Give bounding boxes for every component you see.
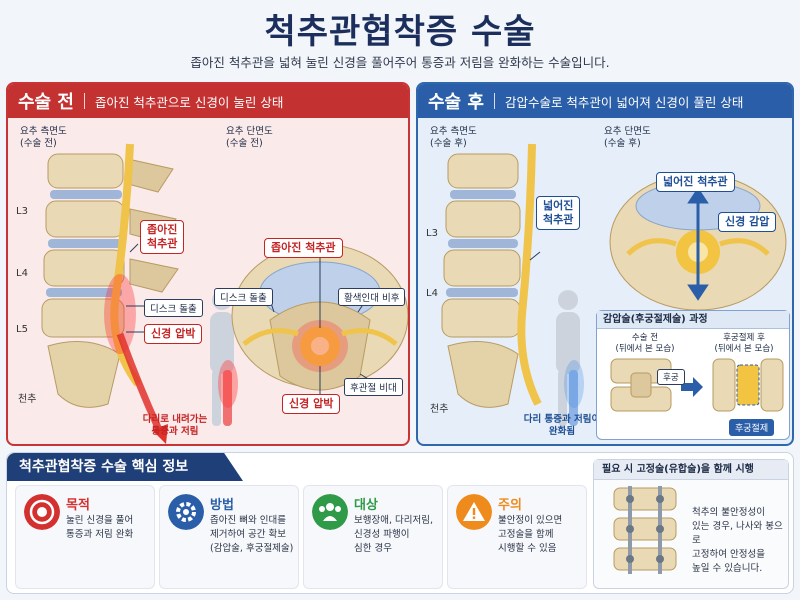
- lamina-after-icon: [712, 358, 784, 412]
- relief-label: 다리 통증과 저림이 완화됨: [523, 414, 601, 437]
- cross-nerve-compression-label: 신경 압박: [282, 394, 341, 414]
- fixation-text: 척추의 불안정성이 있는 경우, 나사와 봉으로 고정하여 안정성을 높일 수 …: [692, 507, 783, 574]
- before-header: 수술 전 좁아진 척추관으로 신경이 눌린 상태: [8, 84, 408, 118]
- vertebra-stack-icon: [41, 153, 125, 408]
- target-patient-text: 보행장애, 다리저림, 신경성 파행이 심한 경우: [354, 515, 433, 554]
- before-description: 좁아진 척추관으로 신경이 눌린 상태: [94, 94, 284, 110]
- procedure-after-label: 후궁절제 후 (뒤에서 본 모습): [714, 333, 774, 354]
- vertebra-stack-icon: [441, 153, 521, 408]
- cross-section-icon: [609, 173, 787, 311]
- facet-hypertrophy-label: 후관절 비대: [344, 378, 403, 396]
- lamina-label: 후궁: [657, 369, 685, 385]
- caution-text: 불안정이 있으면 고정술을 함께 시행할 수 있음: [498, 515, 563, 554]
- fixation-box: 필요 시 고정술(유합술)을 함께 시행 척추의 불안정성이 있는 경우, 나사…: [593, 459, 789, 589]
- header-divider: [493, 93, 495, 109]
- page-title: 척추관협착증 수술: [264, 12, 536, 52]
- level-l5: L5: [16, 324, 28, 335]
- after-header: 수술 후 감압수술로 척추관이 넓어져 신경이 풀린 상태: [418, 84, 792, 118]
- before-cross-view-label: 요추 단면도 (수술 전): [226, 126, 273, 149]
- laminectomy-label: 후궁절제: [729, 419, 775, 436]
- level-l3: L3: [16, 206, 28, 217]
- arrow-right-icon: [681, 377, 703, 397]
- purpose-text: 눌린 신경을 풀어 통증과 저림 완화: [66, 515, 134, 540]
- purpose-title: 목적: [66, 498, 90, 513]
- leg-pain-label: 다리로 내려가는 통증과 저림: [142, 414, 208, 437]
- after-tag: 수술 후: [428, 92, 484, 113]
- before-tag: 수술 전: [18, 92, 74, 113]
- cross-widened-canal-label: 넓어진 척추관: [656, 172, 735, 192]
- human-figure-icon: [556, 290, 580, 426]
- disc-bulge-label: 디스크 돌출: [144, 299, 203, 317]
- level-l4: L4: [16, 268, 28, 279]
- warning-icon: [456, 494, 492, 530]
- gear-icon: [168, 494, 204, 530]
- procedure-title: 감압술(후궁절제술) 과정: [597, 311, 789, 329]
- key-info-title: 척추관협착증 수술 핵심 정보: [7, 453, 243, 481]
- people-icon: [312, 494, 348, 530]
- cross-narrow-canal-label: 좁아진 척추관: [264, 238, 343, 258]
- procedure-before-label: 수술 전 (뒤에서 본 모습): [615, 333, 675, 354]
- level-l4: L4: [426, 288, 438, 299]
- level-l3: L3: [426, 228, 438, 239]
- caution-card: 주의 불안정이 있으면 고정술을 함께 시행할 수 있음: [447, 485, 587, 589]
- before-illustration: [41, 143, 408, 444]
- spinal-fixation-icon: [613, 486, 677, 574]
- header-divider: [83, 93, 85, 109]
- procedure-box: 감압술(후궁절제술) 과정 수술 전 (뒤에서 본 모습) 후궁절제 후 (뒤에…: [596, 310, 790, 440]
- before-side-view-label: 요추 측면도 (수술 전): [20, 126, 67, 149]
- target-icon: [24, 494, 60, 530]
- ligament-thickening-label: 황색인대 비후: [338, 288, 406, 306]
- target-patient-card: 대상 보행장애, 다리저림, 신경성 파행이 심한 경우: [303, 485, 443, 589]
- after-side-view-label: 요추 측면도 (수술 후): [430, 126, 477, 149]
- nerve-compression-label: 신경 압박: [144, 324, 203, 344]
- expand-arrow-icon: [687, 187, 709, 301]
- key-info-section: 척추관협착증 수술 핵심 정보 목적 눌린 신경을 풀어 통증과 저림 완화 방…: [6, 452, 794, 594]
- before-surgery-panel: 수술 전 좁아진 척추관으로 신경이 눌린 상태: [6, 82, 410, 446]
- page-subtitle: 좁아진 척추관을 넓혀 눌린 신경을 풀어주어 통증과 저림을 완화하는 수술입…: [190, 55, 610, 70]
- cross-disc-bulge-label: 디스크 돌출: [214, 288, 273, 306]
- caution-title: 주의: [498, 498, 522, 513]
- widened-canal-label: 넓어진 척추관: [536, 196, 581, 230]
- narrow-canal-label: 좁아진 척추관: [140, 220, 185, 254]
- lamina-before-icon: [610, 358, 672, 412]
- target-patient-title: 대상: [354, 498, 378, 513]
- procedure-illustration: [610, 358, 784, 412]
- method-card: 방법 좁아진 뼈와 인대를 제거하여 공간 확보 (감압술, 후궁절제술): [159, 485, 299, 589]
- nerve-decompression-label: 신경 감압: [718, 212, 777, 232]
- method-text: 좁아진 뼈와 인대를 제거하여 공간 확보 (감압술, 후궁절제술): [210, 515, 294, 554]
- after-description: 감압수술로 척추관이 넓어져 신경이 풀린 상태: [504, 94, 744, 110]
- level-sacrum: 천추: [18, 394, 37, 405]
- after-illustration: [441, 143, 787, 426]
- purpose-card: 목적 눌린 신경을 풀어 통증과 저림 완화: [15, 485, 155, 589]
- after-cross-view-label: 요추 단면도 (수술 후): [604, 126, 651, 149]
- level-sacrum: 천추: [430, 404, 449, 415]
- method-title: 방법: [210, 498, 234, 513]
- fixation-title: 필요 시 고정술(유합술)을 함께 시행: [594, 460, 788, 480]
